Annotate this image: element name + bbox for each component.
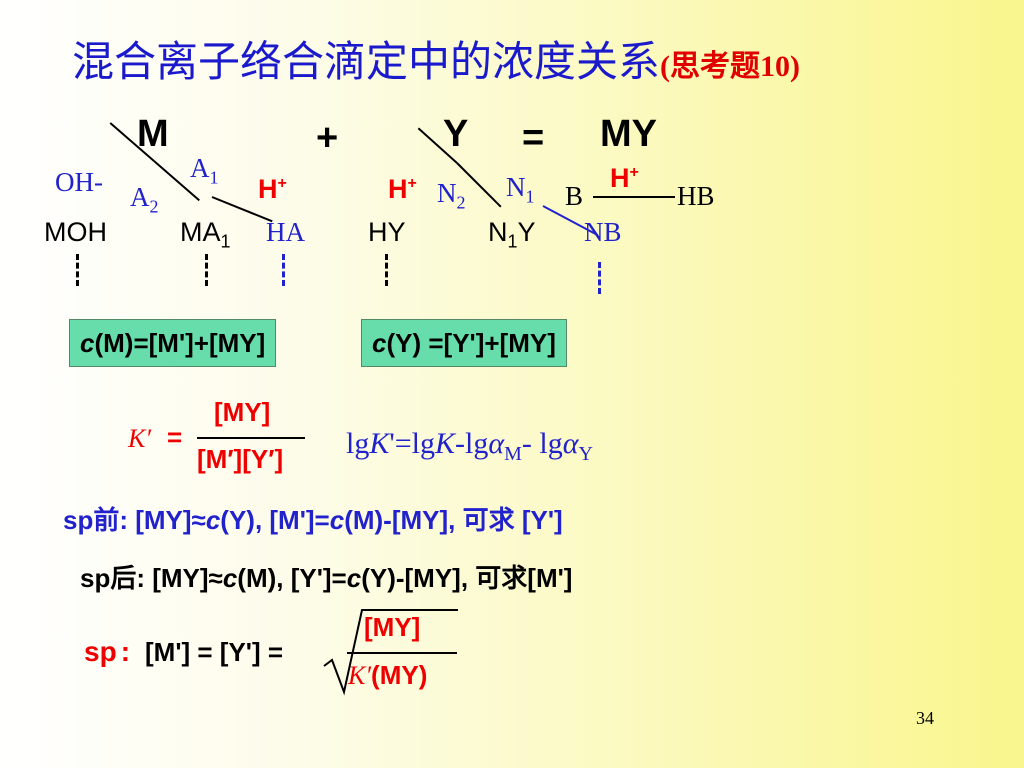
title-main: 混合离子络合滴定中的浓度关系 [72,37,661,86]
sqrt-sign [323,609,458,696]
dash-moh [76,254,79,286]
eq-my: MY [600,113,657,155]
kprime-symbol: K′ [128,424,152,453]
dash-ma1 [205,254,208,286]
kprime-eq: = [167,422,183,452]
label-h-mid: H+ [388,174,417,204]
label-hy: HY [368,217,406,247]
sp-frac-bar [347,652,457,654]
box-cy: c(Y) =[Y']+[MY] [361,319,567,367]
sp-lhs: [M'] = [Y'] = [145,637,284,667]
eq-plus: + [316,117,339,159]
kprime-num: [MY] [214,397,271,427]
sp-den: K′(MY) [348,660,428,690]
page-title: 混合离子络合滴定中的浓度关系(思考题10) [72,28,800,89]
label-h-right: H+ [610,163,639,193]
box-cm: c(M)=[M']+[MY] [69,319,277,367]
label-ha: HA [266,217,305,247]
title-note: (思考题10) [660,50,800,83]
page-number: 34 [916,708,934,728]
kprime-bar [197,437,305,439]
sp-after-line: sp后: [MY]≈c(M), [Y']=c(Y)-[MY], 可求[M'] [80,563,573,593]
label-hb: HB [677,181,715,211]
label-a2: A2 [130,182,159,217]
sp-label: sp: [84,636,131,667]
lg-expression: lgK'=lgK-lgαM- lgαY [346,427,593,465]
line-b-hb [593,196,675,198]
label-n2: N2 [437,178,466,213]
eq-equals: = [522,117,545,159]
dash-ha [282,254,285,286]
label-nb: NB [584,217,622,247]
label-b: B [565,181,584,211]
label-n1: N1 [506,172,535,207]
eq-m: M [137,113,169,155]
label-moh: MOH [44,217,107,247]
kprime-den: [M′][Y′] [197,444,284,474]
dash-nb [598,262,601,294]
eq-y: Y [443,113,469,155]
sp-before-line: sp前: [MY]≈c(Y), [M']=c(M)-[MY], 可求 [Y'] [63,505,563,535]
sp-num: [MY] [364,612,421,642]
label-h-left: H+ [258,174,287,204]
label-ma1: MA1 [180,217,231,252]
label-a1: A1 [190,153,219,188]
label-n1y: N1Y [488,217,536,252]
dash-hy [385,254,388,286]
label-oh: OH- [55,167,103,197]
